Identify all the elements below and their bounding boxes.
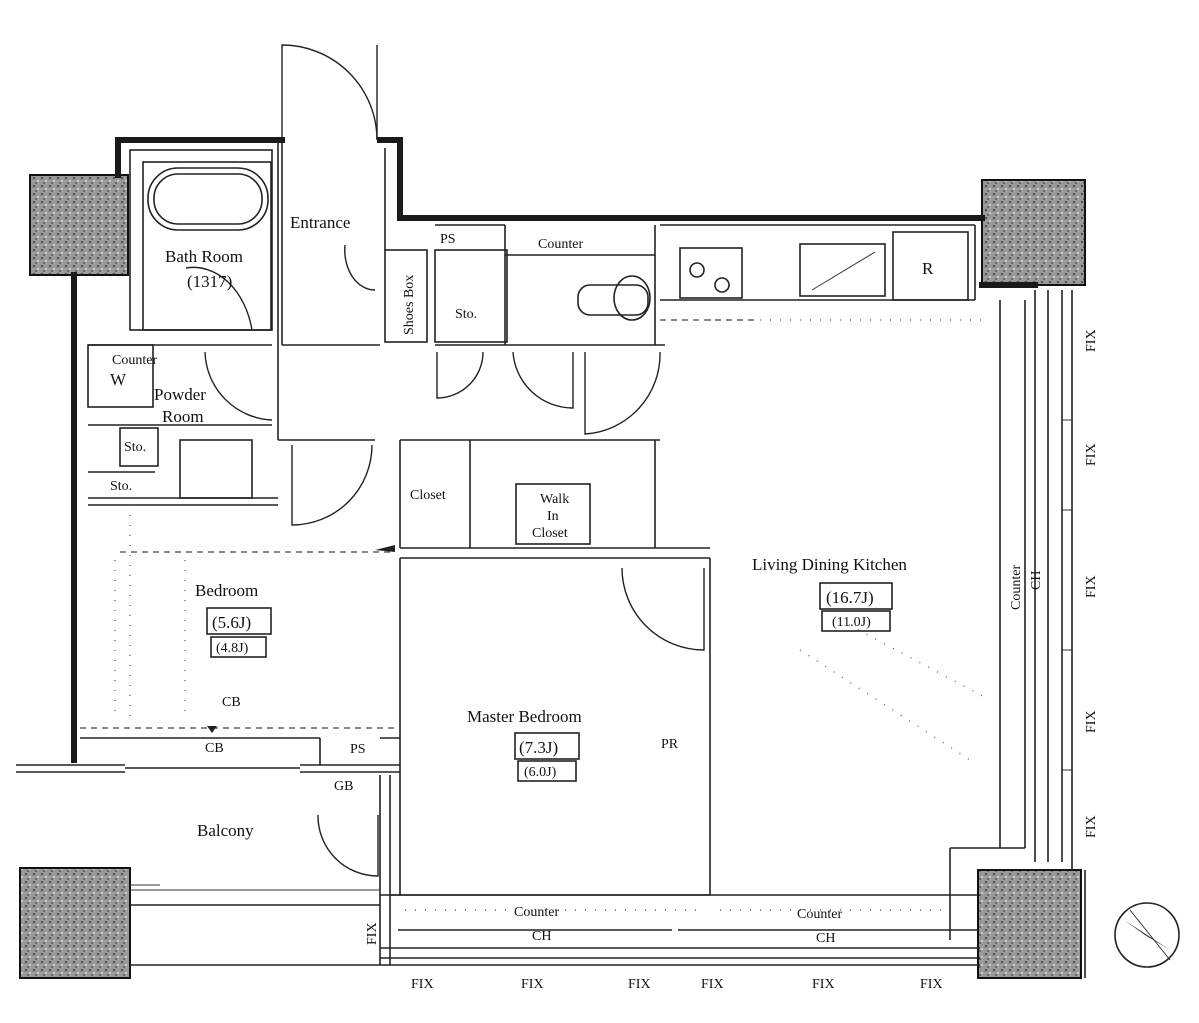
right-glazing (1034, 290, 1073, 870)
master-size2-box (517, 760, 577, 782)
exterior-walls (16, 137, 1038, 773)
master-bedroom-label: Master Bedroom (467, 707, 582, 726)
fixtures (114, 251, 991, 931)
master-bedroom-size: (7.3J) (519, 738, 558, 757)
walk-in-closet-label-2: In (547, 509, 559, 524)
bedroom-size-box (206, 607, 272, 635)
ch-right-label: CH (1029, 571, 1044, 590)
counter-toilet-label: Counter (538, 237, 583, 252)
walk-in-closet-label-3: Closet (532, 526, 568, 541)
fix-bottom-6: FIX (920, 977, 943, 992)
bedroom-size2-box (210, 636, 267, 658)
master-size-box (514, 732, 580, 760)
column-bottom-left (19, 867, 131, 979)
ch-bottom-1-label: CH (532, 929, 551, 944)
gb-label: GB (334, 779, 353, 794)
column-top-right (981, 179, 1086, 286)
fix-bottom-5: FIX (812, 977, 835, 992)
column-bottom-right (977, 869, 1082, 979)
north-compass-icon (1114, 902, 1180, 968)
washer-label: W (110, 370, 127, 389)
powder-room-label-line2: Room (162, 407, 204, 426)
ps-bottom-label: PS (350, 742, 366, 757)
fix-right-1: FIX (1084, 329, 1099, 352)
fix-right-5: FIX (1084, 815, 1099, 838)
shoes-box-label: Shoes Box (402, 275, 417, 335)
walk-in-closet-label-1: Walk (540, 492, 569, 507)
bedroom-size: (5.6J) (212, 613, 251, 632)
balcony-label: Balcony (197, 821, 254, 840)
pr-label: PR (661, 737, 679, 752)
master-bedroom-size-2: (6.0J) (524, 765, 557, 780)
ldk-size-2: (11.0J) (832, 615, 871, 630)
fix-right-3: FIX (1084, 575, 1099, 598)
fix-bottom-3: FIX (628, 977, 651, 992)
bedroom-label: Bedroom (195, 581, 258, 600)
interior-walls (80, 140, 1026, 940)
fix-left: FIX (365, 922, 380, 945)
storage-hall-label: Sto. (455, 307, 477, 322)
refrigerator-label: R (922, 259, 934, 278)
entrance-label: Entrance (290, 213, 350, 232)
fix-bottom-2: FIX (521, 977, 544, 992)
column-top-left (29, 174, 129, 276)
bath-room-label: Bath Room (165, 247, 243, 266)
counter-powder-label: Counter (112, 353, 157, 368)
ldk-label: Living Dining Kitchen (752, 555, 907, 574)
fix-bottom-4: FIX (701, 977, 724, 992)
ch-bottom-2-label: CH (816, 931, 835, 946)
ldk-size2-box (821, 610, 891, 632)
bottom-glazing (130, 775, 1086, 978)
counter-bottom-1-label: Counter (514, 905, 559, 920)
fix-right-4: FIX (1084, 710, 1099, 733)
bedroom-size-2: (4.8J) (216, 641, 249, 656)
cb-top-label: CB (222, 695, 241, 710)
ldk-size: (16.7J) (826, 588, 874, 607)
bath-room-size: (1317) (187, 272, 232, 291)
counter-bottom-2-label: Counter (797, 907, 842, 922)
powder-room-label-line1: Powder (154, 385, 206, 404)
closet-label: Closet (410, 488, 446, 503)
storage-lower-label: Sto. (110, 479, 132, 494)
storage-powder-label: Sto. (124, 440, 146, 455)
cb-bottom-label: CB (205, 741, 224, 756)
fix-right-2: FIX (1084, 443, 1099, 466)
counter-right-label: Counter (1009, 565, 1024, 610)
ldk-size-box (819, 582, 893, 610)
doors (185, 44, 705, 877)
fix-bottom-1: FIX (411, 977, 434, 992)
ps-top-label: PS (440, 232, 456, 247)
